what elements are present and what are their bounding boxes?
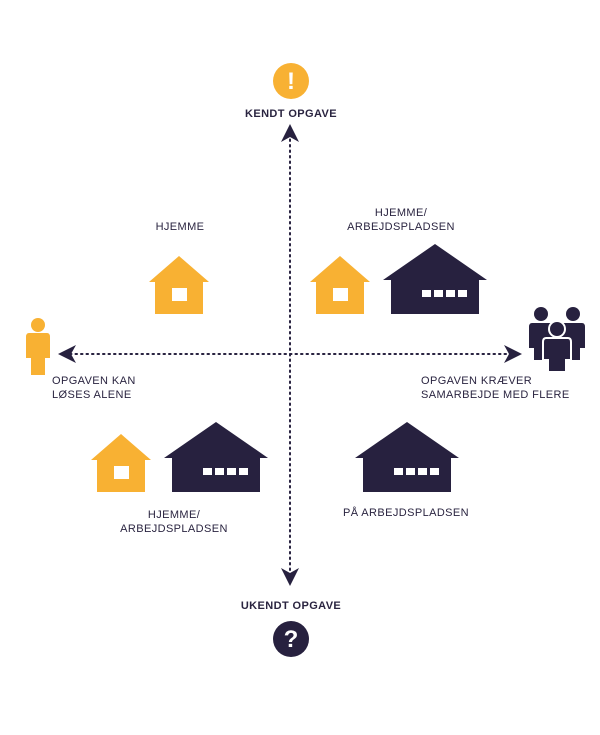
quadrant-bottom-right-label: PÅ ARBEJDSPLADSEN [342, 507, 469, 519]
arrow-right-icon [504, 345, 522, 363]
quadrant-top-right-label: HJEMME/ ARBEJDSPLADSEN [331, 206, 471, 234]
axis-top-label: KENDT OPGAVE [245, 108, 337, 120]
home-orange-icon [149, 256, 209, 314]
axis-right-label-line-1: OPGAVEN KRÆVER [421, 375, 533, 387]
axis-right-label-line-2: SAMARBEJDE MED FLERE [421, 389, 570, 401]
people-group-icon [529, 307, 585, 373]
workplace-navy-icon [164, 422, 268, 492]
quadrant-bottom-left-label-line-1: HJEMME/ [147, 509, 201, 521]
axis-bottom-label: UKENDT OPGAVE [240, 600, 342, 612]
svg-text:?: ? [284, 626, 299, 653]
quadrant-top-left-label: HJEMME [155, 221, 205, 233]
quadrant-top-right-label-line-2: ARBEJDSPLADSEN [347, 221, 455, 233]
workplace-navy-icon [355, 422, 459, 492]
quadrant-top-right-label-line-1: HJEMME/ [374, 207, 428, 219]
horizontal-axis [58, 345, 522, 363]
axis-right-label: OPGAVEN KRÆVER SAMARBEJDE MED FLERE [421, 374, 570, 402]
arrow-up-icon [281, 124, 299, 142]
axis-left-label-line-1: OPGAVEN KAN [52, 375, 136, 387]
svg-text:!: ! [287, 68, 295, 95]
home-orange-icon [310, 256, 370, 314]
quadrant-bottom-left-label: HJEMME/ ARBEJDSPLADSEN [104, 508, 244, 536]
workplace-navy-icon [383, 244, 487, 314]
home-orange-icon [91, 434, 151, 492]
arrow-down-icon [281, 568, 299, 586]
quadrant-bottom-left-label-line-2: ARBEJDSPLADSEN [120, 523, 228, 535]
axis-left-label-line-2: LØSES ALENE [52, 389, 132, 401]
person-icon [26, 318, 50, 375]
exclamation-icon: ! [273, 63, 309, 99]
arrow-left-icon [58, 345, 76, 363]
axis-left-label: OPGAVEN KAN LØSES ALENE [52, 374, 136, 402]
question-icon: ? [273, 621, 309, 657]
